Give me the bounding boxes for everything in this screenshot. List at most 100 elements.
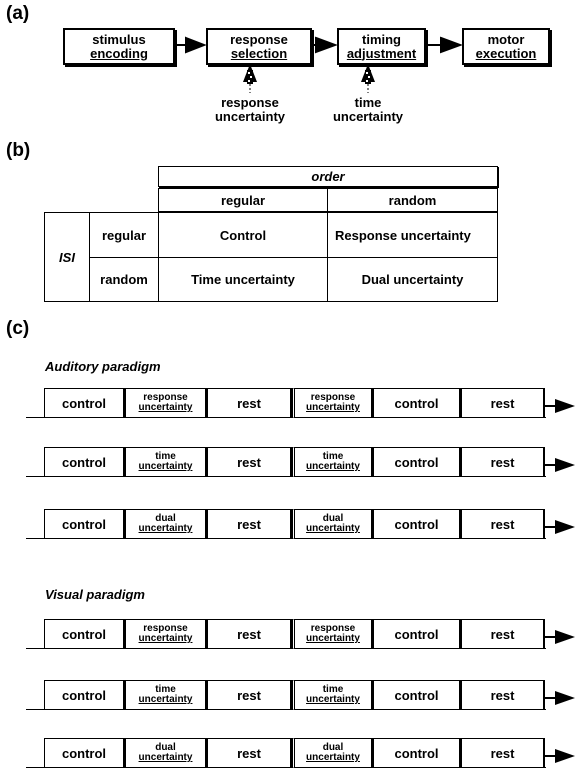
segment-label-line2: uncertainty — [138, 633, 193, 644]
segment-label-line2: uncertainty — [138, 694, 193, 705]
segment-label: rest — [490, 626, 515, 642]
segment-label: time — [155, 451, 176, 462]
stage-line1: response — [230, 31, 288, 47]
segment-label: control — [61, 745, 107, 761]
row-header-text: random — [100, 272, 148, 287]
segment-label: dual — [155, 513, 176, 524]
stage-line2: encoding — [90, 45, 148, 61]
panel-c-label: (c) — [6, 318, 30, 339]
segment-label: response — [310, 623, 356, 634]
cell-text: Dual uncertainty — [361, 272, 464, 287]
block-segment: control — [44, 388, 125, 418]
segment-label-line2: uncertainty — [306, 633, 360, 644]
block-segment: rest — [207, 509, 292, 539]
uncert-line2: uncertainty — [214, 109, 286, 124]
arrow-right-icon — [545, 630, 575, 644]
segment-label: response — [143, 392, 188, 403]
arrow-right-icon — [173, 36, 207, 54]
col-header-text: random — [388, 192, 437, 208]
segment-label-line2: uncertainty — [306, 402, 360, 413]
row-header-text: regular — [101, 227, 147, 243]
hatched-up-arrow-icon — [243, 64, 257, 93]
segment-label-line2: uncertainty — [306, 694, 360, 705]
cell-control: Control — [158, 212, 328, 258]
stage-line2: adjustment — [346, 45, 417, 61]
order-header-text: order — [311, 169, 345, 184]
isi-label-text: ISI — [59, 249, 75, 265]
block-segment: control — [373, 738, 461, 768]
col-header-random: random — [327, 188, 498, 212]
segment-label: control — [394, 454, 439, 470]
segment-label: control — [394, 687, 439, 703]
block-segment: rest — [461, 738, 545, 768]
block-segment: control — [44, 738, 125, 768]
segment-label: rest — [490, 395, 515, 411]
segment-label-line2: uncertainty — [306, 752, 360, 763]
stage-line2: execution — [475, 45, 537, 61]
cell-text: Response uncertainty — [335, 227, 471, 243]
block-segment: rest — [461, 619, 545, 649]
cell-response-uncertainty: Response uncertainty — [327, 212, 498, 258]
block-segment: control — [44, 619, 125, 649]
segment-label-line2: uncertainty — [138, 402, 193, 413]
block-segment: control — [373, 680, 461, 710]
segment-label: control — [61, 626, 107, 642]
segment-label: control — [394, 626, 439, 642]
segment-label: control — [394, 395, 439, 411]
row-header-regular: regular — [89, 212, 159, 258]
segment-label: rest — [490, 745, 515, 761]
segment-label: dual — [322, 513, 344, 524]
arrow-right-icon — [545, 691, 575, 705]
cell-text: Control — [219, 227, 267, 243]
block-segment: control — [373, 509, 461, 539]
segment-label: rest — [490, 687, 515, 703]
segment-label: dual — [155, 742, 176, 753]
stage-line1: motor — [487, 31, 525, 47]
block-segment: control — [373, 388, 461, 418]
arrow-right-icon — [545, 749, 575, 763]
block-segment: control — [44, 447, 125, 477]
block-segment: control — [373, 447, 461, 477]
segment-label: control — [61, 687, 107, 703]
segment-label: rest — [237, 516, 261, 532]
stage-line1: timing — [362, 31, 401, 47]
segment-label: rest — [237, 745, 261, 761]
segment-label: rest — [490, 516, 515, 532]
segment-label-line2: uncertainty — [138, 752, 193, 763]
block-segment: rest — [461, 447, 545, 477]
panel-b-label: (b) — [6, 140, 31, 161]
block-segment: rest — [207, 619, 292, 649]
block-segment: control — [44, 680, 125, 710]
segment-label: rest — [490, 454, 515, 470]
segment-label-line2: uncertainty — [138, 523, 193, 534]
uncert-line2: uncertainty — [332, 109, 404, 124]
isi-label: ISI — [44, 212, 90, 302]
arrow-right-icon — [424, 36, 463, 54]
stage-line1: stimulus — [92, 31, 146, 47]
segment-label-line2: uncertainty — [138, 461, 193, 472]
arrow-right-icon — [545, 458, 575, 472]
segment-label: rest — [237, 687, 261, 703]
arrow-right-icon — [545, 520, 575, 534]
arrow-right-icon — [310, 36, 338, 54]
segment-label: time — [322, 684, 344, 695]
segment-label: control — [61, 454, 107, 470]
block-segment: rest — [207, 738, 292, 768]
segment-label: response — [310, 392, 356, 403]
segment-label: control — [61, 395, 107, 411]
segment-label: time — [155, 684, 176, 695]
segment-label: time — [322, 451, 344, 462]
cell-dual-uncertainty: Dual uncertainty — [327, 257, 498, 302]
